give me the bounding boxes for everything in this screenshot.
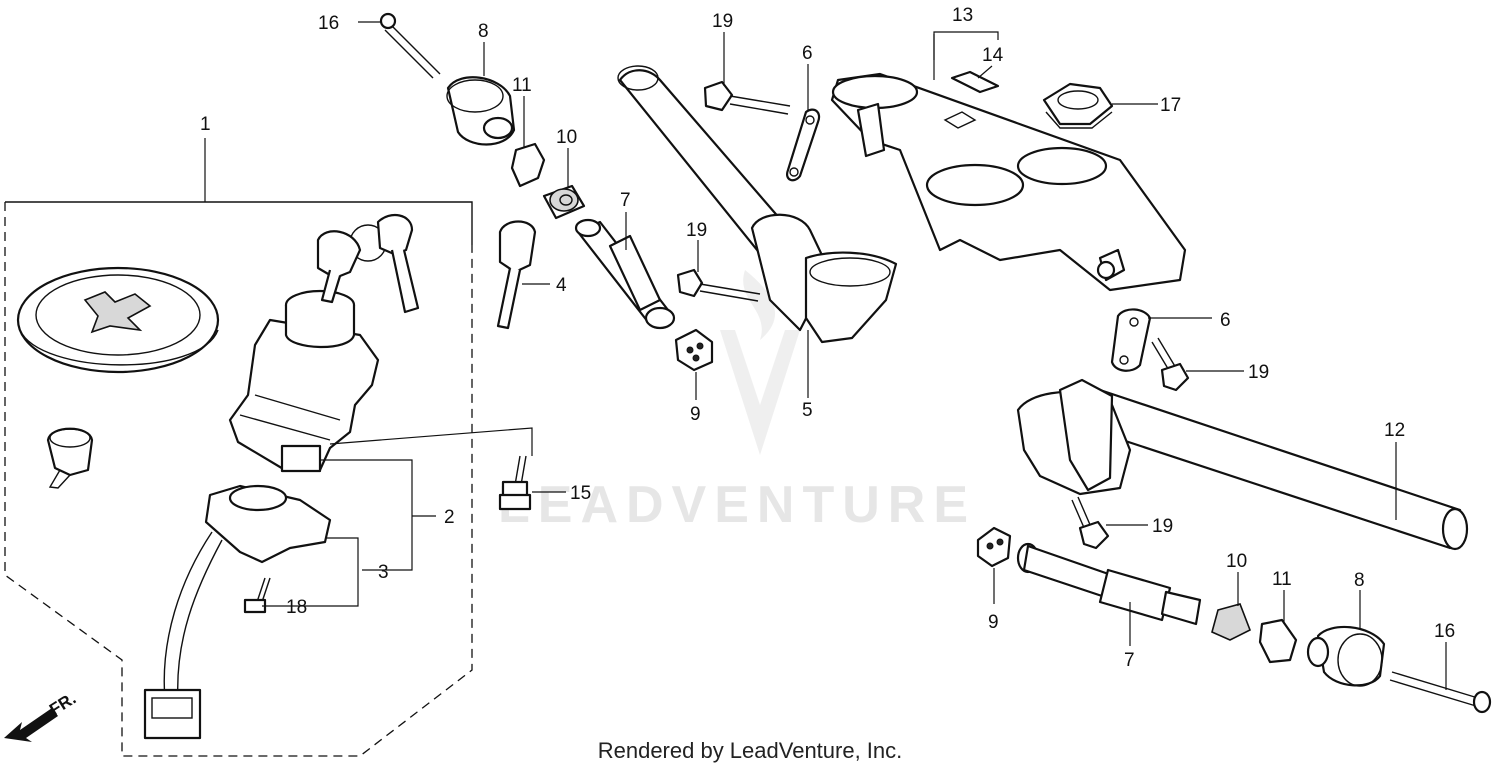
clip-11-right <box>1258 618 1298 664</box>
footer-credit: Rendered by LeadVenture, Inc. <box>597 738 903 763</box>
screw-15 <box>498 455 532 511</box>
stem-nut <box>1042 82 1114 129</box>
callout-12: 12 <box>1384 420 1405 441</box>
spare-key <box>496 220 537 330</box>
callout-13: 13 <box>952 5 973 26</box>
watermark-text: LEADVENTURE <box>498 476 976 534</box>
nut-9-right <box>976 526 1012 568</box>
callout-10-left: 10 <box>556 127 577 148</box>
callout-14: 14 <box>982 45 1004 66</box>
callout-9-left: 9 <box>690 404 701 425</box>
ignition-kit-boundary <box>4 138 473 757</box>
bar-end-shaft-left <box>574 218 676 330</box>
bar-end-weight-left <box>446 76 516 146</box>
nut-9-left <box>674 328 714 372</box>
callout-7-left: 7 <box>620 190 631 211</box>
collar-10-right <box>1211 603 1252 641</box>
bolt-19-c <box>1151 337 1190 392</box>
bar-end-weight-right <box>1306 625 1386 687</box>
cap-retainer <box>46 427 94 489</box>
handlebar-right <box>1016 378 1469 551</box>
callout-6-right: 6 <box>1220 310 1231 331</box>
handlebar-left <box>617 65 898 344</box>
callout-19-middle: 19 <box>686 220 707 241</box>
callout-7-right: 7 <box>1124 650 1135 671</box>
callout-11-right: 11 <box>1272 569 1292 590</box>
seat-lock <box>143 484 332 740</box>
callout-8-right: 8 <box>1354 570 1365 591</box>
callout-16-right: 16 <box>1434 621 1455 642</box>
leadventure-watermark: LEADVENTURE <box>498 270 976 534</box>
plate-6-a <box>786 108 821 182</box>
ignition-switch <box>228 289 380 473</box>
top-bridge <box>830 72 1187 292</box>
collar-10-left <box>542 184 586 220</box>
callout-2: 2 <box>444 507 455 528</box>
callout-18: 18 <box>286 597 307 618</box>
key-pair <box>316 213 420 314</box>
callout-9-right: 9 <box>988 612 999 633</box>
bar-end-shaft-right <box>1016 542 1202 626</box>
bolt-16-right <box>1389 671 1492 714</box>
callout-11-left: 11 <box>512 75 532 96</box>
screw-18 <box>243 577 271 614</box>
callout-5: 5 <box>802 400 813 421</box>
front-direction-arrow: FR. <box>4 689 79 742</box>
callout-4: 4 <box>556 275 567 296</box>
callout-17: 17 <box>1160 95 1181 116</box>
fuel-cap <box>16 266 220 374</box>
leader-lines <box>262 21 1447 690</box>
callout-19-lower: 19 <box>1152 516 1173 537</box>
bridge-cover <box>950 70 1000 94</box>
callout-8-left: 8 <box>478 21 489 42</box>
bolt-19-a <box>703 80 791 115</box>
bolt-19-b <box>676 268 761 302</box>
callout-6-top: 6 <box>802 43 813 64</box>
clip-11-left <box>510 142 546 188</box>
callout-3: 3 <box>378 562 389 583</box>
plate-6-b <box>1110 308 1152 372</box>
callout-15: 15 <box>570 483 591 504</box>
callout-16-left: 16 <box>318 13 339 34</box>
callout-19-top: 19 <box>712 11 733 32</box>
bolt-19-d <box>1071 496 1110 550</box>
callout-1: 1 <box>200 114 211 135</box>
callout-19-right: 19 <box>1248 362 1269 383</box>
callout-10-right: 10 <box>1226 551 1247 572</box>
callout-labels: 1 2 3 4 5 6 6 7 7 8 8 9 9 10 10 11 11 12… <box>200 5 1455 671</box>
bolt-16-left <box>379 12 441 79</box>
